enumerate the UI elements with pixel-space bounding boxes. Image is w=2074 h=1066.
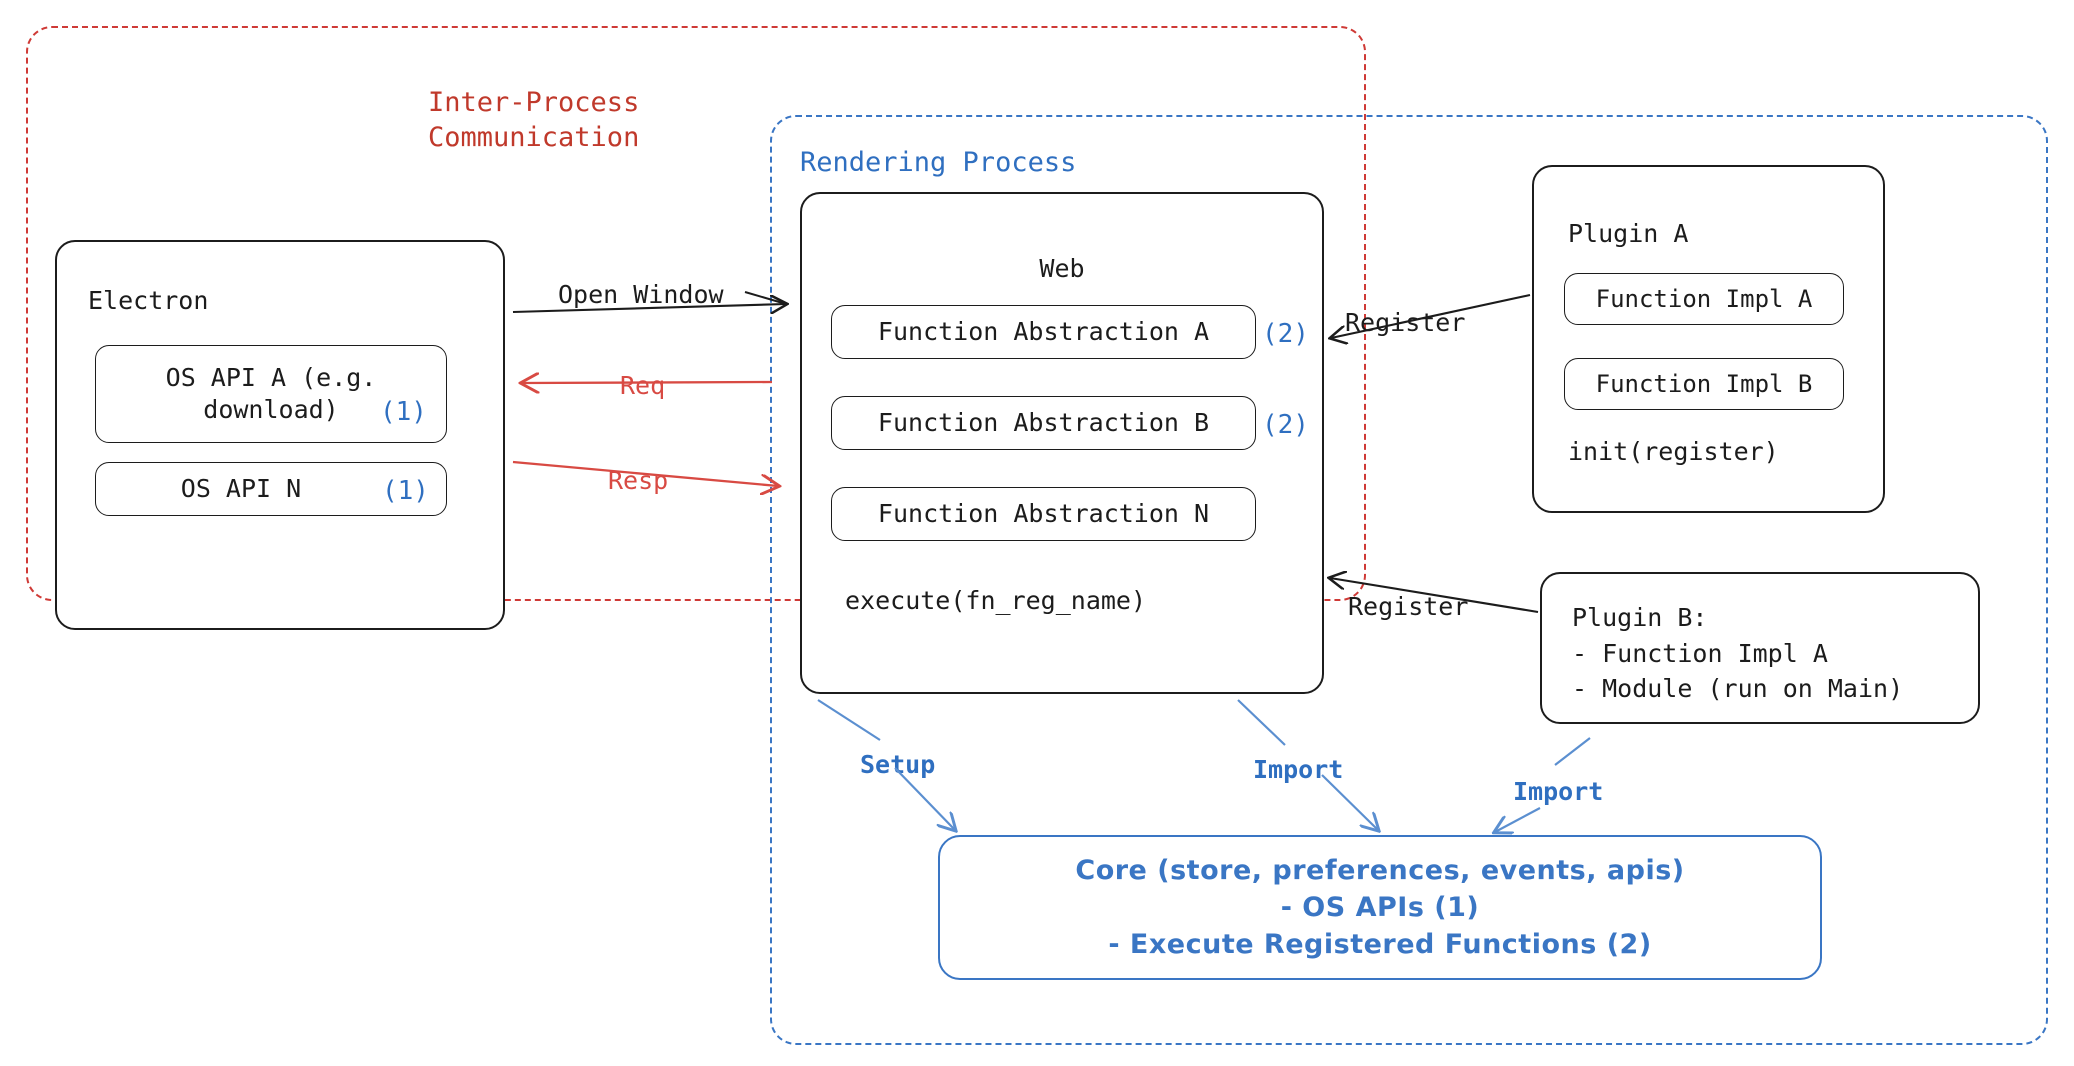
connector-label-register-plugin-a: Register <box>1345 308 1466 337</box>
electron-title: Electron <box>88 286 209 315</box>
function-abstraction-n-label: Function Abstraction N <box>877 499 1210 528</box>
plugin-a-function-impl-a-box: Function Impl A <box>1564 273 1844 325</box>
connector-label-import-plugin: Import <box>1513 777 1604 806</box>
web-execute-label: execute(fn_reg_name) <box>845 586 1147 615</box>
plugin-b-box <box>1540 572 1980 724</box>
plugin-a-title: Plugin A <box>1568 219 1689 248</box>
plugin-a-function-impl-b-label: Function Impl B <box>1595 369 1813 398</box>
region-ipc-label: Inter-Process Communication <box>428 87 640 154</box>
region-rendering-process <box>770 115 2048 1045</box>
plugin-a-init-label: init(register) <box>1568 437 1779 466</box>
os-api-n-box: OS API N <box>95 462 447 516</box>
plugin-a-box <box>1532 165 1885 513</box>
connector-label-register-plugin-b: Register <box>1348 592 1469 621</box>
function-abstraction-a-label: Function Abstraction A <box>877 317 1210 346</box>
plugin-b-text: Plugin B: - Function Impl A - Module (ru… <box>1572 603 1904 703</box>
core-box: Core (store, preferences, events, apis) … <box>938 835 1822 980</box>
web-title: Web <box>1039 254 1085 283</box>
connector-label-req: Req <box>620 371 666 400</box>
plugin-a-function-impl-a-label: Function Impl A <box>1595 284 1813 313</box>
connector-label-import-web: Import <box>1253 755 1344 784</box>
os-api-a-box: OS API A (e.g. download) <box>95 345 447 443</box>
plugin-a-function-impl-b-box: Function Impl B <box>1564 358 1844 410</box>
core-text: Core (store, preferences, events, apis) … <box>1075 854 1685 961</box>
function-abstraction-b-box: Function Abstraction B <box>831 396 1256 450</box>
os-api-a-label: OS API A (e.g. download) <box>165 363 377 424</box>
function-abstraction-a-marker: (2) <box>1262 319 1309 349</box>
os-api-n-label: OS API N <box>180 474 302 503</box>
function-abstraction-b-label: Function Abstraction B <box>877 408 1210 437</box>
os-api-a-marker: (1) <box>380 397 427 427</box>
connector-label-resp: Resp <box>608 466 669 495</box>
connector-label-setup: Setup <box>860 750 936 779</box>
function-abstraction-n-box: Function Abstraction N <box>831 487 1256 541</box>
region-rendering-label: Rendering Process <box>800 147 1077 178</box>
function-abstraction-a-box: Function Abstraction A <box>831 305 1256 359</box>
function-abstraction-b-marker: (2) <box>1262 410 1309 440</box>
connector-label-open-window: Open Window <box>558 280 724 309</box>
os-api-n-marker: (1) <box>382 476 429 506</box>
